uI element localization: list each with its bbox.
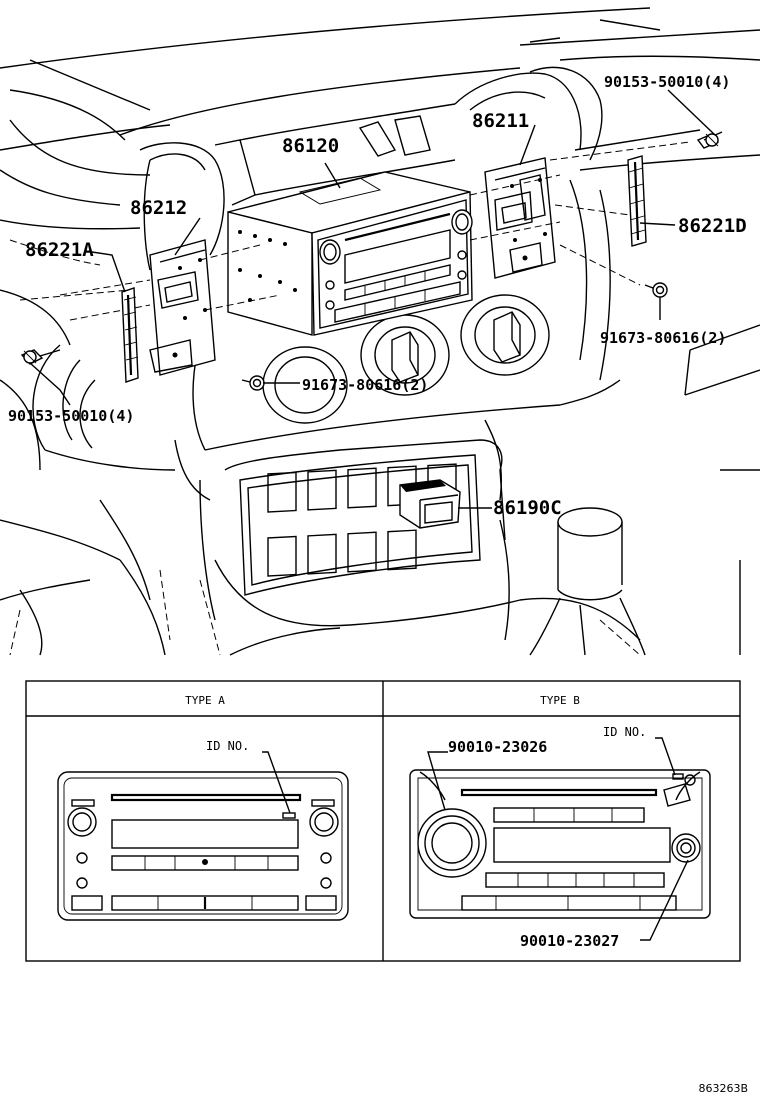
shift-knob [529, 507, 646, 656]
plate-86221a [121, 287, 139, 383]
callout-bracket-right: 86211 [472, 110, 529, 132]
screw-center [241, 375, 265, 391]
type-a-header: TYPE A [185, 694, 225, 707]
callout-screw-upper-right: 90153-50010(4) [604, 73, 730, 91]
leader-lines [29, 89, 716, 509]
screw-upper-right [696, 131, 723, 149]
plate-86221d [627, 155, 647, 247]
type-b-header: TYPE B [540, 694, 580, 707]
type-a-radio: ID NO. [57, 739, 349, 921]
callout-screw-right: 91673-80616(2) [600, 329, 726, 347]
callout-plate-left: 86221A [25, 239, 94, 261]
callout-screw-lower-left: 90153-50010(4) [8, 407, 134, 425]
switch-panel [239, 454, 481, 596]
callout-switch: 86190C [493, 497, 562, 519]
bracket-86212 [59, 239, 281, 376]
callout-type-b-knob-right: 90010-23027 [520, 932, 619, 950]
type-b-id-label: ID NO. [603, 725, 646, 739]
callout-type-b-knob-left: 90010-23026 [448, 738, 547, 756]
screw-right [644, 282, 668, 298]
callout-bracket-left: 86212 [130, 197, 187, 219]
diagram-code: 863263B [698, 1082, 748, 1095]
callout-screw-center: 91673-80616(2) [302, 376, 428, 394]
audio-unit-86120 [227, 171, 473, 336]
type-a-id-label: ID NO. [206, 739, 249, 753]
callout-plate-right: 86221D [678, 215, 747, 237]
type-b-radio: ID NO. 90010-23026 90010-23027 [409, 725, 711, 950]
screw-lower-left [20, 349, 61, 365]
type-table: TYPE A TYPE B [25, 680, 741, 962]
bracket-86211 [469, 141, 691, 286]
callout-main-unit: 86120 [282, 135, 339, 157]
dashboard-outline [0, 7, 760, 656]
